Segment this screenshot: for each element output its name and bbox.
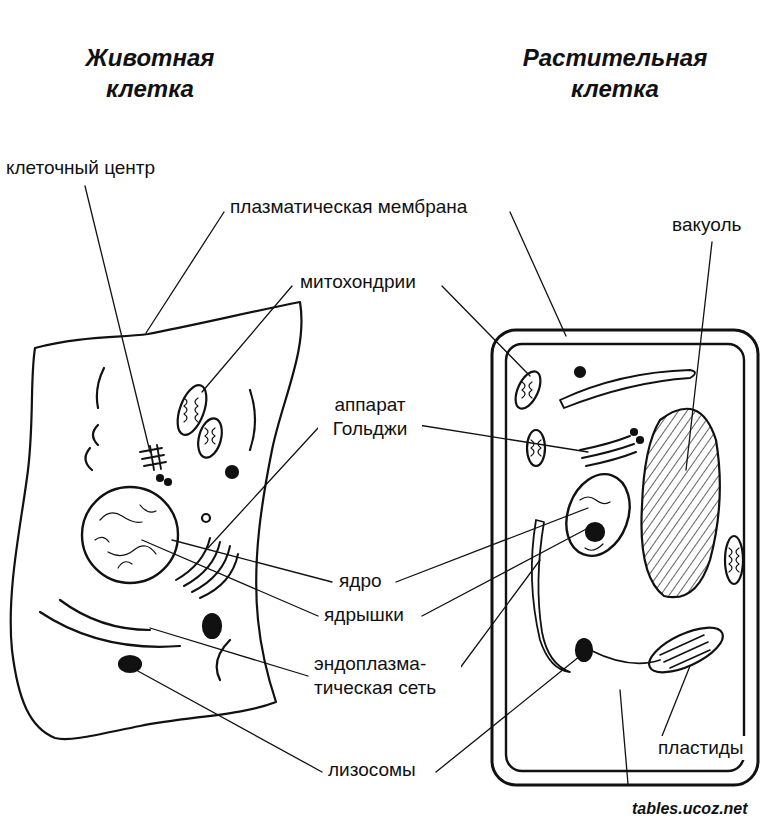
part-label: ядрышки [322,603,406,627]
watermark: tables.ucoz.net [630,799,750,819]
part-label: эндоплазма- тическая сеть [312,652,461,700]
part-label: ядро [337,569,384,593]
cell-title: Животная клетка [65,42,235,104]
part-label: митохондрии [298,270,418,294]
cell-heading-group: Растительная клетка [500,42,730,104]
part-label: вакуоль [670,213,743,237]
part-label: аппарат Гольджи [318,393,422,441]
part-label: клеточный центр [4,156,157,180]
part-label: плазматическая мембрана [228,195,469,219]
part-label: лизосомы [326,758,418,782]
cell-heading-group: Животная клетка [65,42,235,104]
cell-title: Растительная клетка [500,42,730,104]
part-label: пластиды [656,736,746,760]
